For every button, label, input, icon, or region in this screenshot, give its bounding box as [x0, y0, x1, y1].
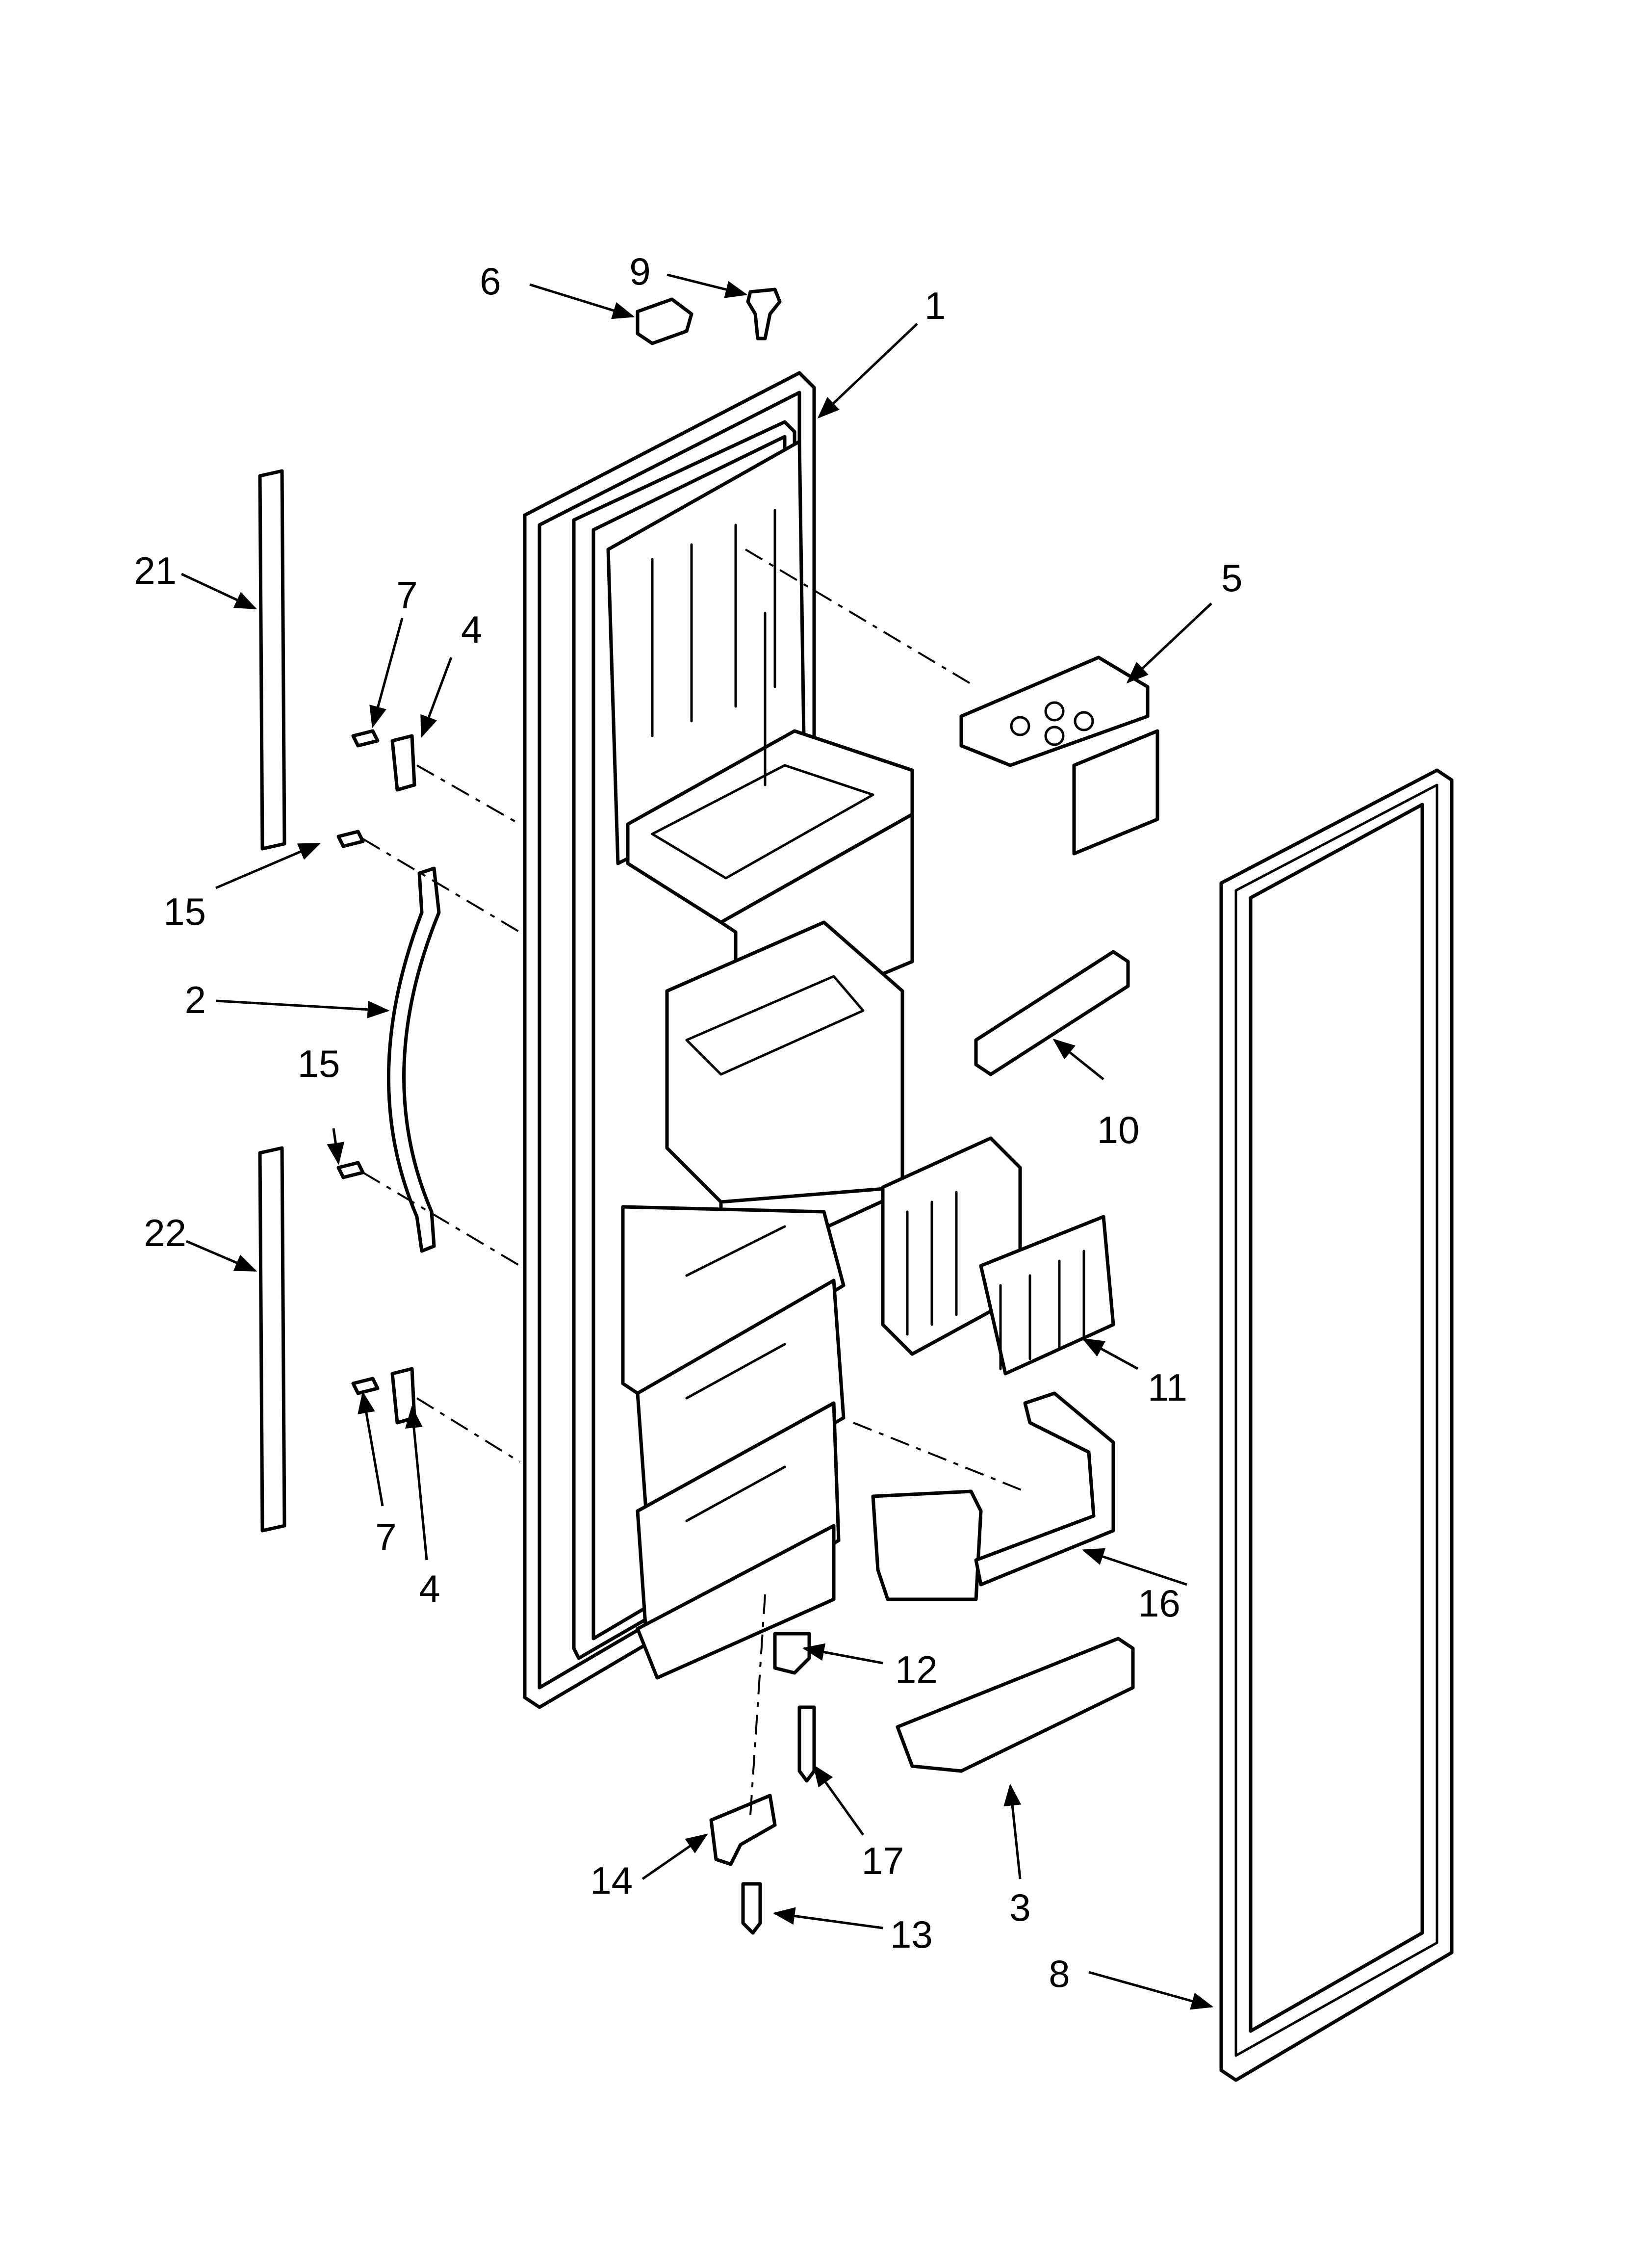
callout-1: 1 [924, 284, 946, 327]
callout-3: 3 [1009, 1886, 1030, 1929]
callout-17: 17 [862, 1839, 904, 1882]
callout-16: 16 [1138, 1582, 1180, 1625]
callout-10: 10 [1097, 1108, 1140, 1151]
callout-4-upper: 4 [461, 608, 482, 651]
callout-14: 14 [590, 1859, 633, 1902]
bracket-part [974, 950, 1130, 1076]
callout-2: 2 [185, 978, 206, 1021]
screw-upper-part [351, 729, 380, 748]
callout-15-upper: 15 [163, 890, 206, 933]
callout-13: 13 [890, 1913, 933, 1956]
door-handle-part [386, 866, 441, 1253]
light-bulb-part [746, 287, 782, 340]
bottom-hinge-part [709, 1794, 777, 1866]
wire-basket-part [881, 1136, 1115, 1376]
handle-screw-upper-part [336, 830, 365, 848]
callout-4-lower: 4 [419, 1567, 440, 1610]
handle-screw-lower-part [336, 1161, 365, 1179]
callout-5: 5 [1221, 556, 1242, 600]
callout-22: 22 [144, 1211, 186, 1254]
trim-strip-lower-part [258, 1146, 286, 1533]
leader-lines [180, 273, 1214, 2010]
callout-8: 8 [1049, 1952, 1070, 1995]
dispenser-cover-guideline [744, 548, 977, 688]
ice-bin-part [871, 1391, 1115, 1601]
callout-12: 12 [895, 1648, 938, 1691]
hardware-guidelines [362, 764, 521, 1463]
callout-11: 11 [1148, 1366, 1187, 1409]
handle-clip-upper-part [390, 734, 416, 792]
door-assembly-part [523, 371, 914, 1709]
trim-strip-upper-part [258, 469, 286, 851]
hinge-guideline [749, 1594, 766, 1816]
callout-21: 21 [134, 549, 177, 592]
hinge-pin-part [773, 1632, 811, 1675]
handle-clip-lower-part [390, 1367, 416, 1425]
callout-7-upper: 7 [396, 574, 417, 617]
callout-15-lower: 15 [298, 1042, 340, 1085]
callout-7-lower: 7 [375, 1515, 396, 1559]
door-gasket-part [1219, 768, 1454, 2082]
hinge-screw-part [797, 1705, 816, 1783]
door-shelf-part [896, 1637, 1135, 1773]
dispenser-cover-part [959, 655, 1159, 856]
hinge-bolt-part [741, 1882, 762, 1935]
callout-9: 9 [629, 250, 650, 293]
callout-6: 6 [480, 260, 501, 303]
light-switch-part [636, 297, 693, 345]
ice-bin-guideline [853, 1422, 1026, 1492]
screw-lower-part [351, 1377, 380, 1395]
